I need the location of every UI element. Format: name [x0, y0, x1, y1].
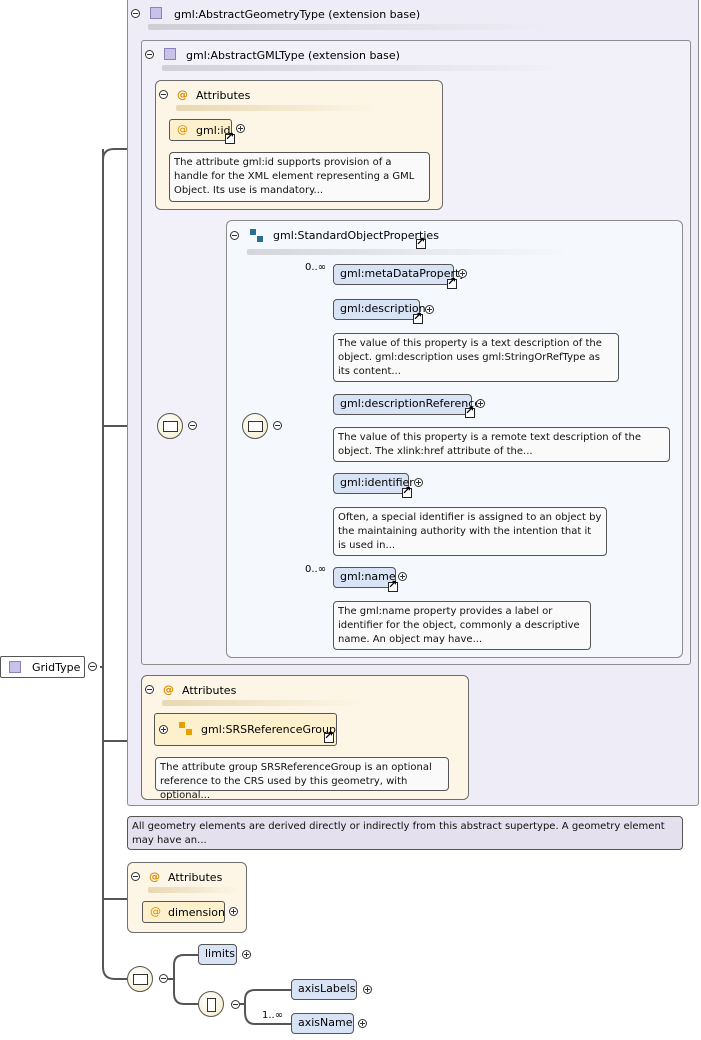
group-title: gml:StandardObjectProperties	[273, 229, 439, 242]
element-axislabels[interactable]: axisLabels	[291, 979, 357, 1000]
attribute-icon: @	[177, 88, 188, 101]
root-element-gridtype[interactable]: GridType	[0, 656, 85, 678]
header-separator	[162, 700, 362, 706]
collapse-attributes-toggle[interactable]	[131, 872, 140, 881]
attribute-dimension-label: dimension	[168, 906, 225, 919]
element-label: gml:name	[340, 570, 396, 583]
element-descriptionreference[interactable]: gml:descriptionReference	[333, 394, 481, 415]
gml-id-documentation: The attribute gml:id supports provision …	[169, 152, 430, 202]
complex-type-icon	[9, 661, 21, 673]
attribute-icon: @	[149, 870, 160, 883]
attribute-group-icon	[179, 722, 185, 728]
collapse-gml-toggle[interactable]	[145, 50, 154, 59]
element-identifier[interactable]: gml:identifier	[333, 473, 414, 494]
root-label: GridType	[32, 661, 81, 674]
complex-type-icon	[164, 48, 176, 60]
element-axisname[interactable]: axisName	[291, 1013, 354, 1034]
collapse-attributes-toggle[interactable]	[159, 90, 168, 99]
occurrence-label: 0..∞	[305, 262, 327, 273]
group-icon	[250, 229, 256, 235]
reference-arrow-icon[interactable]	[447, 275, 457, 289]
expand-name-toggle[interactable]	[398, 572, 407, 581]
collapse-choice-toggle[interactable]	[231, 1000, 240, 1009]
sequence-compositor-icon[interactable]	[127, 966, 153, 992]
attribute-dimension[interactable]: @ dimension	[142, 901, 225, 923]
element-description[interactable]: gml:description	[333, 299, 426, 320]
complex-type-icon	[150, 7, 162, 19]
occurrence-label: 0..∞	[305, 564, 327, 575]
element-label: limits	[205, 947, 235, 960]
expand-metadataproperty-toggle[interactable]	[458, 269, 467, 278]
attribute-group-srsreferencegroup[interactable]: gml:SRSReferenceGroup	[154, 713, 337, 746]
name-documentation: The gml:name property provides a label o…	[333, 601, 591, 650]
element-label: gml:identifier	[340, 476, 414, 489]
descriptionreference-documentation: The value of this property is a remote t…	[333, 427, 670, 462]
collapse-group-toggle[interactable]	[230, 231, 239, 240]
reference-arrow-icon[interactable]	[388, 578, 398, 592]
abstract-geometry-documentation: All geometry elements are derived direct…	[127, 816, 683, 850]
header-separator	[176, 105, 376, 111]
expand-descriptionreference-toggle[interactable]	[476, 399, 485, 408]
expand-limits-toggle[interactable]	[242, 950, 251, 959]
reference-arrow-icon[interactable]	[416, 235, 426, 249]
attribute-icon: @	[150, 905, 161, 918]
element-label: axisName	[298, 1016, 353, 1029]
reference-arrow-icon[interactable]	[413, 310, 423, 324]
identifier-documentation: Often, a special identifier is assigned …	[333, 507, 607, 556]
element-limits[interactable]: limits	[198, 944, 237, 965]
collapse-root-toggle[interactable]	[88, 662, 97, 671]
collapse-attributes-toggle[interactable]	[145, 685, 154, 694]
element-label: gml:description	[340, 302, 426, 315]
collapse-sequence-toggle[interactable]	[159, 974, 168, 983]
expand-identifier-toggle[interactable]	[414, 478, 423, 487]
reference-arrow-icon[interactable]	[225, 130, 235, 144]
attribute-gml-id[interactable]: @ gml:id	[169, 119, 232, 141]
element-label: gml:metaDataProperty	[340, 267, 466, 280]
attributes-title: Attributes	[168, 871, 223, 884]
expand-description-toggle[interactable]	[425, 305, 434, 314]
sequence-compositor-icon[interactable]	[157, 413, 183, 439]
header-separator	[162, 65, 562, 71]
reference-arrow-icon[interactable]	[465, 404, 475, 418]
attribute-icon: @	[177, 123, 188, 136]
attribute-gml-id-label: gml:id	[196, 124, 231, 137]
occurrence-label: 1..∞	[262, 1010, 284, 1021]
header-separator	[247, 249, 567, 255]
attributes-title: Attributes	[182, 684, 237, 697]
attribute-icon: @	[163, 683, 174, 696]
extension-gml-title: gml:AbstractGMLType (extension base)	[186, 49, 400, 62]
description-documentation: The value of this property is a text des…	[333, 333, 619, 382]
reference-arrow-icon[interactable]	[324, 729, 334, 743]
element-label: axisLabels	[298, 982, 356, 995]
collapse-geometry-toggle[interactable]	[131, 9, 140, 18]
extension-geometry-title: gml:AbstractGeometryType (extension base…	[174, 8, 421, 21]
expand-axisname-toggle[interactable]	[358, 1019, 367, 1028]
attribute-group-label: gml:SRSReferenceGroup	[201, 723, 336, 736]
expand-srs-toggle[interactable]	[159, 725, 168, 734]
collapse-sequence-toggle[interactable]	[188, 421, 197, 430]
expand-dimension-toggle[interactable]	[229, 907, 238, 916]
choice-compositor-icon[interactable]	[198, 991, 224, 1017]
expand-axislabels-toggle[interactable]	[363, 985, 372, 994]
element-label: gml:descriptionReference	[340, 397, 482, 410]
srsreferencegroup-documentation: The attribute group SRSReferenceGroup is…	[155, 757, 449, 801]
header-separator	[148, 887, 238, 893]
element-metadataproperty[interactable]: gml:metaDataProperty	[333, 264, 466, 285]
expand-gml-id-toggle[interactable]	[236, 124, 245, 133]
reference-arrow-icon[interactable]	[402, 484, 412, 498]
collapse-sequence-toggle[interactable]	[273, 421, 282, 430]
attributes-title: Attributes	[196, 89, 251, 102]
sequence-compositor-icon[interactable]	[242, 413, 268, 439]
element-name[interactable]: gml:name	[333, 567, 396, 588]
header-separator	[148, 24, 548, 30]
